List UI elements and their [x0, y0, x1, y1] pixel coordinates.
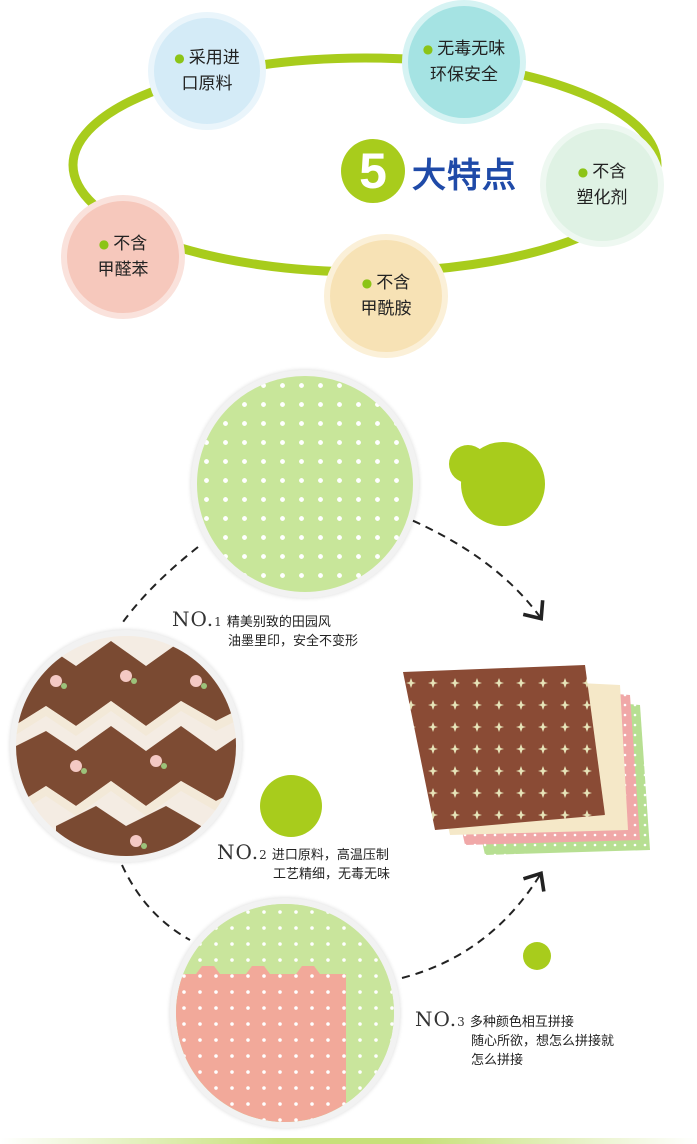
features-title: 大特点	[412, 156, 517, 196]
decor-dot-small	[449, 445, 487, 483]
bullet-icon: ●	[98, 237, 110, 251]
steps-connector	[121, 514, 546, 979]
photo-green-dot-texture	[191, 370, 419, 598]
photo-floral-puzzle-stack	[10, 630, 242, 862]
decor-dot-medium	[260, 775, 322, 837]
step-2-label: NO.2 进口原料，高温压制 工艺精细，无毒无味	[217, 840, 391, 882]
photo-colorful-mats-stack	[403, 665, 650, 855]
step-1-label: NO.1 精美别致的田园风 油墨里印，安全不变形	[172, 607, 359, 649]
feature-no-plasticizer: ●不含 塑化剂	[540, 123, 664, 247]
step-1-number: NO.1	[172, 607, 223, 631]
step-3-number: NO.3	[415, 1007, 466, 1031]
bullet-icon: ●	[361, 276, 373, 290]
photo-green-pink-mats	[170, 898, 400, 1128]
bullet-icon: ●	[577, 165, 589, 179]
bullet-icon: ●	[174, 51, 185, 65]
bullet-icon: ●	[422, 42, 434, 56]
features-number-badge: 5	[341, 139, 405, 203]
feature-imported-materials: ●采用进 口原料	[148, 12, 266, 130]
step-2-number: NO.2	[217, 840, 268, 864]
decor-dot-tiny	[523, 942, 551, 970]
step-3-label: NO.3 多种颜色相互拼接 随心所欲，想怎么拼接就 怎么拼接	[415, 1007, 615, 1068]
feature-no-formamide: ●不含 甲酰胺	[324, 234, 448, 358]
feature-nontoxic-safe: ●无毒无味 环保安全	[402, 0, 526, 124]
feature-no-formaldehyde-benzene: ●不含 甲醛苯	[61, 195, 185, 319]
bottom-divider	[0, 1138, 697, 1144]
